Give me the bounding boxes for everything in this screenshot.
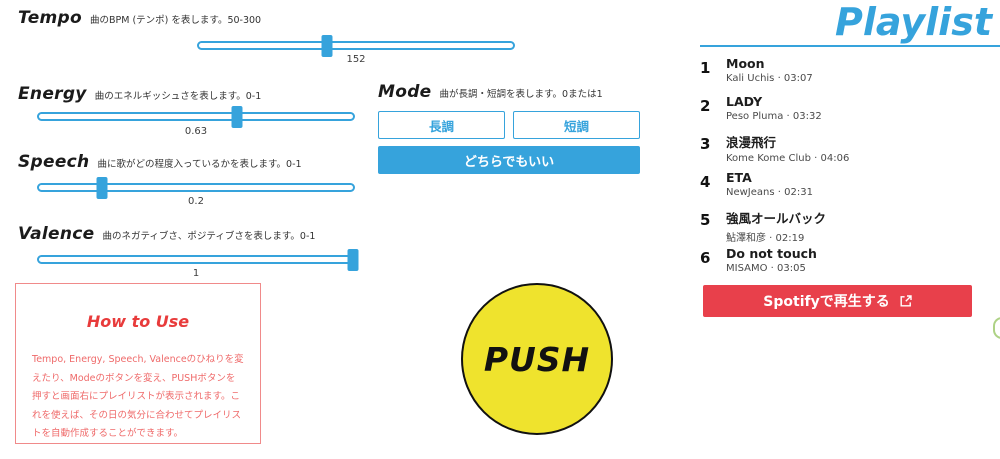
valence-slider[interactable] — [37, 249, 359, 271]
spotify-play-button[interactable]: Spotifyで再生する — [703, 285, 972, 317]
how-to-use-body: Tempo, Energy, Speech, Valenceのひねりを変えたり、… — [32, 354, 244, 440]
track-subtitle: MISAMO · 03:05 — [726, 263, 806, 274]
offscreen-green-button-edge[interactable] — [993, 317, 1000, 339]
mode-section-header: Mode 曲が長調・短調を表します。0または1 — [378, 82, 603, 102]
track-title: Moon — [726, 56, 765, 71]
tempo-slider[interactable] — [197, 35, 515, 57]
energy-value: 0.63 — [184, 126, 208, 137]
track-subtitle: NewJeans · 02:31 — [726, 187, 813, 198]
track-number: 6 — [700, 249, 711, 267]
track-subtitle: 鮎澤和彦 · 02:19 — [726, 233, 805, 244]
track-subtitle: Kali Uchis · 03:07 — [726, 73, 813, 84]
mode-description: 曲が長調・短調を表します。0または1 — [439, 89, 603, 100]
playlist-divider — [700, 45, 1000, 47]
tempo-section-header: Tempo 曲のBPM (テンポ) を表します。50-300 — [18, 8, 261, 28]
speech-slider-thumb[interactable] — [96, 177, 108, 199]
playlist-row[interactable]: 3 浪漫飛行 Kome Kome Club · 04:06 — [700, 132, 990, 170]
mode-major-button[interactable]: 長調 — [378, 111, 505, 139]
track-number: 2 — [700, 97, 711, 115]
energy-slider-thumb[interactable] — [231, 106, 243, 128]
valence-slider-thumb[interactable] — [347, 249, 359, 271]
how-to-use-title: How to Use — [86, 312, 190, 331]
playlist-row[interactable]: 5 強風オールバック 鮎澤和彦 · 02:19 — [700, 208, 990, 246]
valence-value: 1 — [192, 268, 200, 279]
speech-slider[interactable] — [37, 177, 355, 199]
energy-slider[interactable] — [37, 106, 355, 128]
track-title: Do not touch — [726, 246, 817, 261]
mode-either-button[interactable]: どちらでもいい — [378, 146, 640, 174]
track-number: 4 — [700, 173, 711, 191]
playlist-row[interactable]: 1 Moon Kali Uchis · 03:07 — [700, 56, 990, 94]
playlist-row[interactable]: 2 LADY Peso Pluma · 03:32 — [700, 94, 990, 132]
track-title: 浪漫飛行 — [726, 135, 777, 150]
how-to-use-box: How to Use Tempo, Energy, Speech, Valenc… — [15, 283, 261, 444]
push-button[interactable]: PUSH — [461, 283, 613, 435]
speech-section-header: Speech 曲に歌がどの程度入っているかを表します。0-1 — [18, 152, 302, 172]
valence-description: 曲のネガティブさ、ポジティブさを表します。0-1 — [102, 231, 316, 242]
spotify-play-label: Spotifyで再生する — [763, 294, 890, 310]
tempo-description: 曲のBPM (テンポ) を表します。50-300 — [90, 15, 262, 26]
track-subtitle: Peso Pluma · 03:32 — [726, 111, 822, 122]
external-link-icon — [900, 295, 912, 307]
playlist-row[interactable]: 6 Do not touch MISAMO · 03:05 — [700, 246, 990, 284]
track-title: ETA — [726, 170, 752, 185]
track-number: 5 — [700, 211, 711, 229]
energy-section-header: Energy 曲のエネルギッシュさを表します。0-1 — [18, 84, 261, 104]
track-number: 1 — [700, 59, 711, 77]
valence-title: Valence — [18, 224, 95, 244]
speech-value: 0.2 — [188, 196, 204, 207]
playlist-title: Playlist — [835, 0, 992, 44]
playlist-row[interactable]: 4 ETA NewJeans · 02:31 — [700, 170, 990, 208]
tempo-title: Tempo — [18, 8, 82, 28]
track-title: LADY — [726, 94, 763, 109]
energy-title: Energy — [18, 84, 87, 104]
mode-minor-button[interactable]: 短調 — [513, 111, 640, 139]
energy-description: 曲のエネルギッシュさを表します。0-1 — [94, 91, 262, 102]
track-number: 3 — [700, 135, 711, 153]
track-title: 強風オールバック — [726, 211, 827, 226]
tempo-slider-thumb[interactable] — [321, 35, 333, 57]
tempo-value: 152 — [346, 54, 366, 65]
track-subtitle: Kome Kome Club · 04:06 — [726, 153, 850, 164]
mode-button-row: 長調 短調 — [378, 111, 640, 139]
speech-title: Speech — [18, 152, 90, 172]
speech-description: 曲に歌がどの程度入っているかを表します。0-1 — [97, 159, 302, 170]
valence-section-header: Valence 曲のネガティブさ、ポジティブさを表します。0-1 — [18, 224, 315, 244]
mode-title: Mode — [378, 82, 432, 102]
playlist-list: 1 Moon Kali Uchis · 03:07 2 LADY Peso Pl… — [700, 56, 990, 284]
